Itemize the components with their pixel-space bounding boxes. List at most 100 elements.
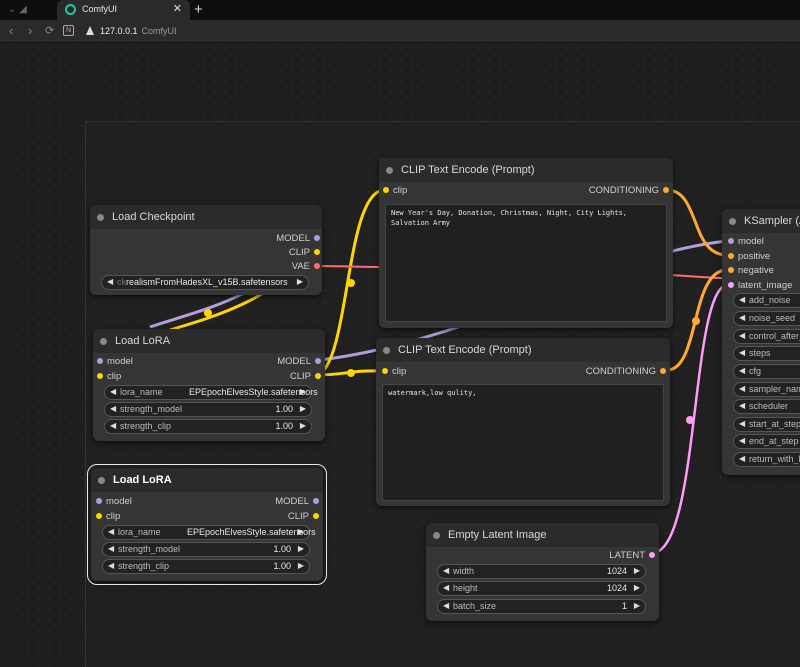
arrow-left-icon[interactable]: ◀ bbox=[739, 313, 746, 322]
arrow-left-icon[interactable]: ◀ bbox=[739, 366, 746, 375]
prompt-textarea[interactable]: New Year's Day, Donation, Christmas, Nig… bbox=[385, 204, 667, 322]
vae-pin-icon[interactable] bbox=[314, 263, 320, 269]
node-ksampler[interactable]: KSampler (A model positive negative late… bbox=[722, 209, 800, 475]
cfg-widget[interactable]: ◀cfg bbox=[733, 364, 800, 379]
input-model[interactable]: model bbox=[96, 496, 132, 507]
arrow-left-icon[interactable]: ◀ bbox=[443, 601, 450, 610]
input-clip[interactable]: clip bbox=[97, 371, 121, 382]
arrow-left-icon[interactable]: ◀ bbox=[108, 561, 115, 570]
collapse-dot-icon[interactable] bbox=[729, 218, 736, 225]
node-load-checkpoint[interactable]: Load Checkpoint MODEL CLIP VAE ◀ ckpt_na… bbox=[90, 205, 322, 295]
input-model[interactable]: model bbox=[97, 356, 133, 367]
input-positive[interactable]: positive bbox=[728, 251, 770, 262]
arrow-left-icon[interactable]: ◀ bbox=[110, 404, 117, 413]
arrow-right-icon[interactable]: ▶ bbox=[299, 404, 306, 413]
model-pin-icon[interactable] bbox=[97, 358, 103, 364]
start-at-step-widget[interactable]: ◀start_at_step bbox=[733, 417, 800, 432]
model-pin-icon[interactable] bbox=[728, 238, 734, 244]
arrow-left-icon[interactable]: ◀ bbox=[739, 348, 746, 357]
arrow-left-icon[interactable]: ◀ bbox=[739, 295, 746, 304]
output-model[interactable]: MODEL bbox=[276, 233, 320, 244]
control-after-generate-widget[interactable]: ◀control_after_ bbox=[733, 329, 800, 344]
input-clip[interactable]: clip bbox=[383, 185, 407, 196]
reload-icon[interactable]: ⟳ bbox=[45, 25, 55, 37]
arrow-right-icon[interactable]: ▶ bbox=[633, 566, 640, 575]
warning-icon[interactable] bbox=[86, 26, 94, 35]
batch-size-widget[interactable]: ◀ batch_size 1 ▶ bbox=[437, 599, 646, 614]
height-widget[interactable]: ◀ height 1024 ▶ bbox=[437, 581, 646, 596]
prompt-textarea[interactable]: watermark,low qulity, bbox=[382, 384, 664, 501]
new-tab-button[interactable]: + bbox=[194, 1, 203, 18]
output-clip[interactable]: CLIP bbox=[289, 247, 320, 258]
return-with-leftover-noise-widget[interactable]: ◀return_with_le bbox=[733, 452, 800, 467]
arrow-left-icon[interactable]: ◀ bbox=[107, 277, 114, 286]
conditioning-pin-icon[interactable] bbox=[663, 187, 669, 193]
back-icon[interactable]: ‹ bbox=[9, 23, 14, 38]
end-at-step-widget[interactable]: ◀end_at_step bbox=[733, 434, 800, 449]
node-clip-text-encode-negative[interactable]: CLIP Text Encode (Prompt) clip CONDITION… bbox=[376, 338, 670, 506]
arrow-left-icon[interactable]: ◀ bbox=[739, 454, 746, 463]
clip-pin-icon[interactable] bbox=[313, 513, 319, 519]
clip-pin-icon[interactable] bbox=[314, 249, 320, 255]
output-conditioning[interactable]: CONDITIONING bbox=[589, 185, 669, 196]
forward-icon[interactable]: › bbox=[28, 23, 33, 38]
collapse-dot-icon[interactable] bbox=[383, 347, 390, 354]
node-header[interactable]: Load LoRA bbox=[93, 329, 325, 353]
arrow-left-icon[interactable]: ◀ bbox=[739, 331, 746, 340]
node-header[interactable]: Empty Latent Image bbox=[426, 523, 659, 547]
browser-tab[interactable]: ComfyUI ✕ bbox=[57, 0, 190, 20]
node-load-lora-1[interactable]: Load LoRA model clip MODEL CLIP ◀ lora_n… bbox=[93, 329, 325, 441]
model-pin-icon[interactable] bbox=[314, 235, 320, 241]
latent-pin-icon[interactable] bbox=[728, 282, 734, 288]
strength-clip-slider[interactable]: ◀ strength_clip 1.00 ▶ bbox=[104, 419, 312, 434]
input-model[interactable]: model bbox=[728, 236, 764, 247]
model-pin-icon[interactable] bbox=[313, 498, 319, 504]
output-vae[interactable]: VAE bbox=[292, 261, 320, 272]
arrow-right-icon[interactable]: ▶ bbox=[633, 601, 640, 610]
strength-clip-slider[interactable]: ◀ strength_clip 1.00 ▶ bbox=[102, 559, 310, 574]
clip-pin-icon[interactable] bbox=[97, 373, 103, 379]
arrow-left-icon[interactable]: ◀ bbox=[739, 419, 746, 428]
site-info-icon[interactable]: N bbox=[63, 25, 74, 36]
node-clip-text-encode-positive[interactable]: CLIP Text Encode (Prompt) clip CONDITION… bbox=[379, 158, 673, 328]
output-model[interactable]: MODEL bbox=[277, 356, 321, 367]
collapse-dot-icon[interactable] bbox=[100, 338, 107, 345]
node-header[interactable]: Load Checkpoint bbox=[90, 205, 322, 229]
output-latent[interactable]: LATENT bbox=[609, 550, 655, 561]
width-widget[interactable]: ◀ width 1024 ▶ bbox=[437, 564, 646, 579]
latent-pin-icon[interactable] bbox=[649, 552, 655, 558]
node-header[interactable]: CLIP Text Encode (Prompt) bbox=[379, 158, 673, 182]
collapse-dot-icon[interactable] bbox=[433, 532, 440, 539]
arrow-right-icon[interactable]: ▶ bbox=[299, 421, 306, 430]
conditioning-pin-icon[interactable] bbox=[728, 253, 734, 259]
model-pin-icon[interactable] bbox=[96, 498, 102, 504]
output-clip[interactable]: CLIP bbox=[288, 511, 319, 522]
output-conditioning[interactable]: CONDITIONING bbox=[586, 366, 666, 377]
conditioning-pin-icon[interactable] bbox=[660, 368, 666, 374]
input-clip[interactable]: clip bbox=[382, 366, 406, 377]
arrow-left-icon[interactable]: ◀ bbox=[443, 583, 450, 592]
node-header[interactable]: KSampler (A bbox=[722, 209, 800, 233]
input-latent-image[interactable]: latent_image bbox=[728, 280, 792, 291]
arrow-right-icon[interactable]: ▶ bbox=[297, 561, 304, 570]
scheduler-widget[interactable]: ◀scheduler bbox=[733, 399, 800, 414]
arrow-right-icon[interactable]: ▶ bbox=[296, 277, 303, 286]
arrow-left-icon[interactable]: ◀ bbox=[108, 544, 115, 553]
conditioning-pin-icon[interactable] bbox=[728, 267, 734, 273]
clip-pin-icon[interactable] bbox=[96, 513, 102, 519]
strength-model-slider[interactable]: ◀ strength_model 1.00 ▶ bbox=[102, 542, 310, 557]
lora-name-combo[interactable]: ◀ lora_name EPEpochElvesStyle.safetensor… bbox=[102, 525, 316, 540]
node-load-lora-2[interactable]: Load LoRA model clip MODEL CLIP ◀ lora_n… bbox=[87, 464, 327, 585]
collapse-dot-icon[interactable] bbox=[97, 214, 104, 221]
node-header[interactable]: CLIP Text Encode (Prompt) bbox=[376, 338, 670, 362]
arrow-right-icon[interactable]: ▶ bbox=[299, 387, 306, 396]
noise-seed-widget[interactable]: ◀noise_seed bbox=[733, 311, 800, 326]
output-clip[interactable]: CLIP bbox=[290, 371, 321, 382]
arrow-right-icon[interactable]: ▶ bbox=[633, 583, 640, 592]
arrow-left-icon[interactable]: ◀ bbox=[739, 384, 746, 393]
input-clip[interactable]: clip bbox=[96, 511, 120, 522]
ckpt-name-combo[interactable]: ◀ ckpt_name realismFromHadesXL_v15B.safe… bbox=[101, 275, 309, 290]
tab-close-icon[interactable]: ✕ bbox=[172, 3, 182, 15]
arrow-left-icon[interactable]: ◀ bbox=[443, 566, 450, 575]
